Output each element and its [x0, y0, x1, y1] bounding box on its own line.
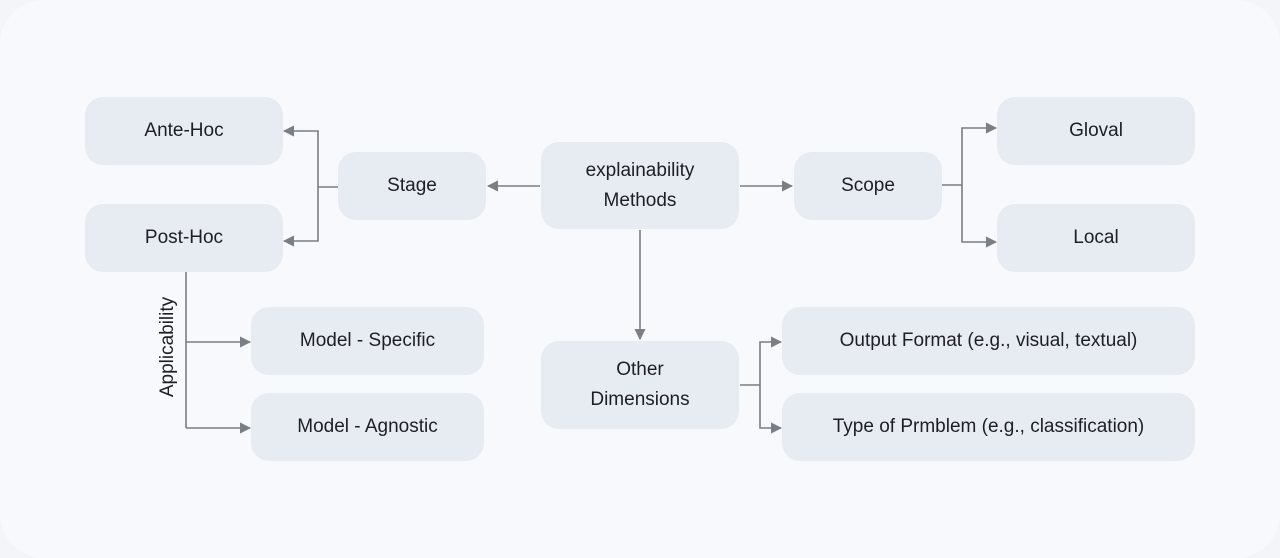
node-scope: Scope	[794, 152, 942, 220]
node-model-agnostic: Model - Agnostic	[251, 393, 484, 461]
node-problem-type: Type of Prmblem (e.g., classification)	[782, 393, 1195, 461]
node-post-hoc: Post-Hoc	[85, 204, 283, 272]
edge-stage-post	[282, 187, 319, 247]
node-output-format: Output Format (e.g., visual, textual)	[782, 307, 1195, 375]
node-root: explainability Methods	[541, 142, 739, 229]
edge-other-problem	[759, 385, 783, 434]
node-model-specific: Model - Specific	[251, 307, 484, 375]
node-other-dimensions: Other Dimensions	[541, 341, 739, 429]
node-stage: Stage	[338, 152, 486, 220]
edge-scope-gloval	[961, 122, 998, 185]
edge-other-output	[759, 336, 783, 385]
label-applicability: Applicability	[157, 296, 178, 398]
node-local: Local	[997, 204, 1195, 272]
node-ante-hoc: Ante-Hoc	[85, 97, 283, 165]
node-gloval: Gloval	[997, 97, 1195, 165]
edge-scope-local	[961, 185, 998, 248]
edge-stage-ante	[282, 125, 319, 187]
